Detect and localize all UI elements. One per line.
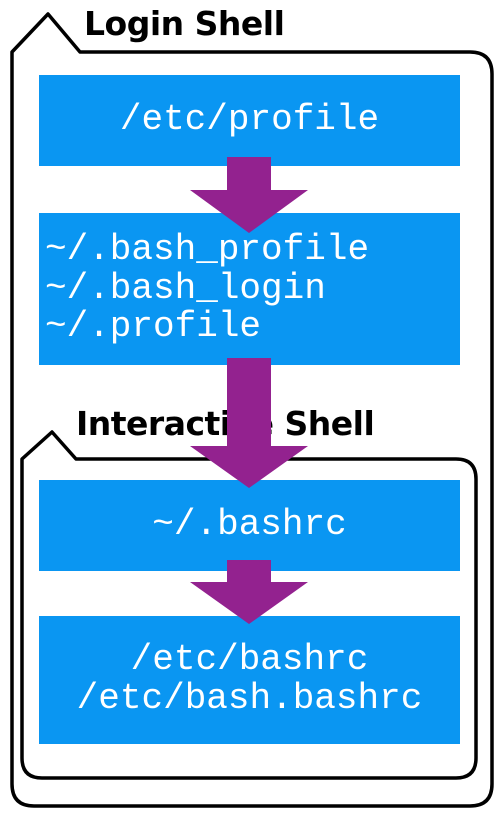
bash-profile-line: ~/.bash_profile bbox=[45, 228, 370, 270]
interactive-shell-label: Interactive Shell bbox=[76, 404, 375, 443]
login-shell-label: Login Shell bbox=[84, 4, 285, 43]
etc-profile-line: /etc/profile bbox=[119, 99, 380, 141]
etc-profile-box: /etc/profile bbox=[39, 75, 460, 166]
bashrc-box: ~/.bashrc bbox=[39, 480, 460, 571]
bash-login-line: ~/.bash_login bbox=[45, 267, 326, 309]
arrow-bashrc-to-system-bashrc bbox=[190, 560, 308, 624]
bashrc-line: ~/.bashrc bbox=[152, 504, 347, 546]
user-profiles-box: ~/.bash_profile ~/.bash_login ~/.profile bbox=[39, 213, 460, 365]
profile-line: ~/.profile bbox=[45, 306, 262, 348]
arrow-user-profiles-to-bashrc bbox=[190, 358, 308, 488]
etc-bashrc-line: /etc/bashrc bbox=[130, 639, 369, 681]
arrow-profile-to-user-profiles bbox=[190, 157, 308, 233]
system-bashrc-box: /etc/bashrc /etc/bash.bashrc bbox=[39, 616, 460, 744]
etc-bash-bashrc-line: /etc/bash.bashrc bbox=[76, 678, 423, 719]
